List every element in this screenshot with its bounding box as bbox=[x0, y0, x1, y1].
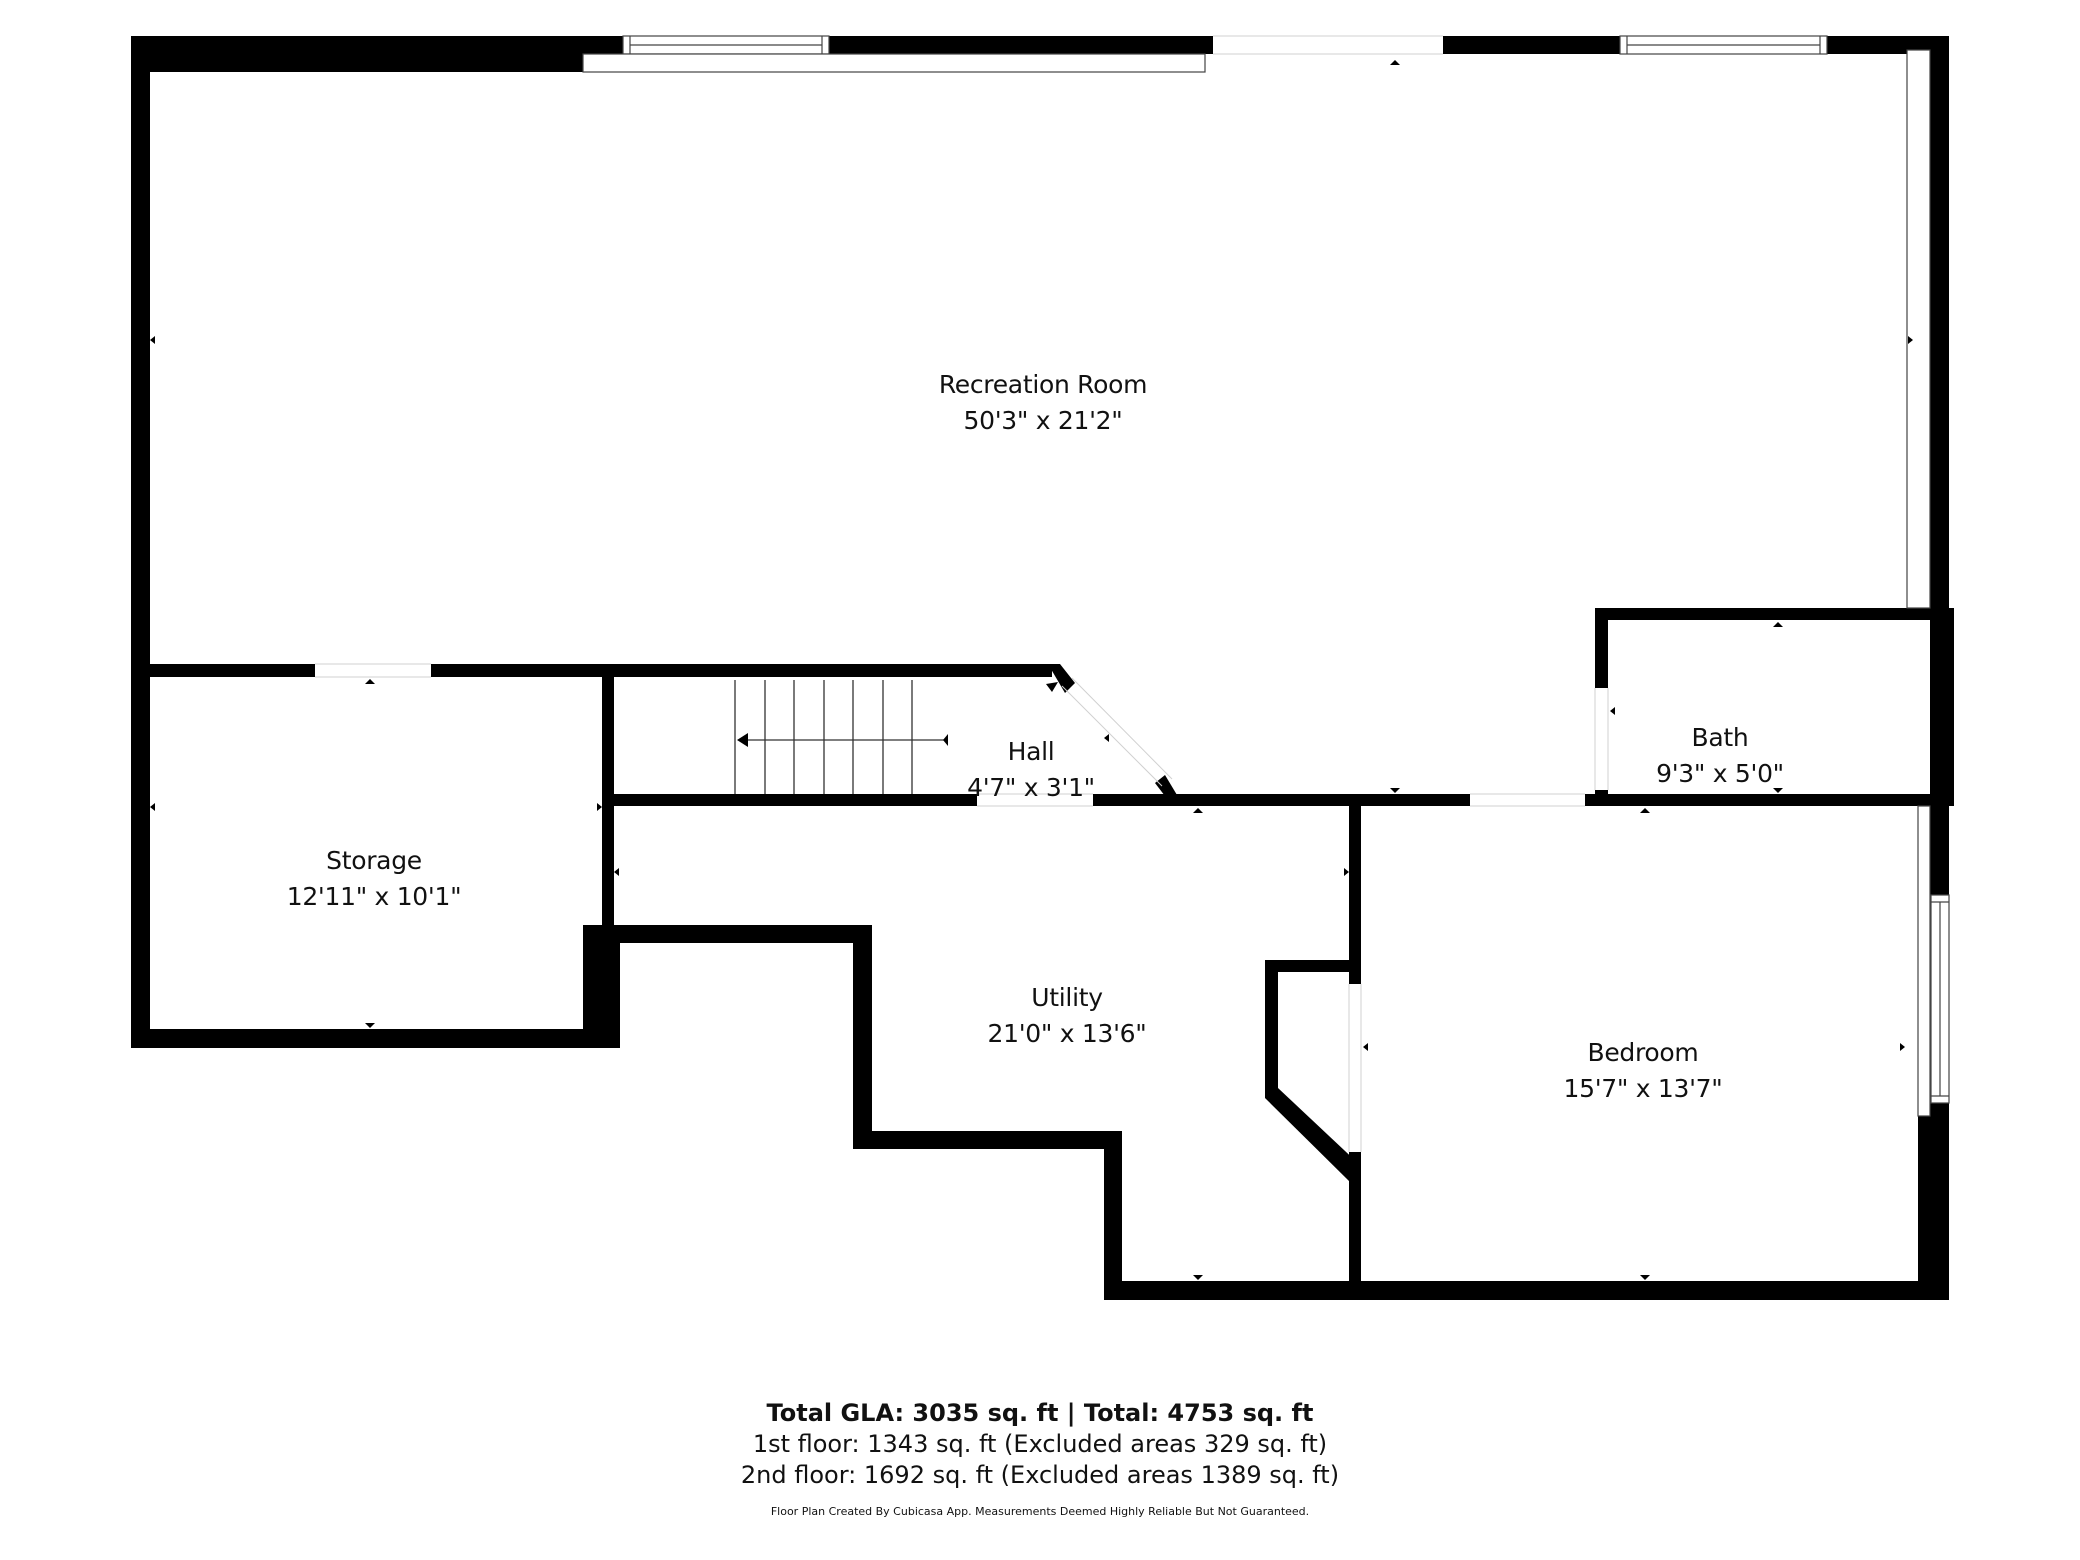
second-floor-area: 2nd floor: 1692 sq. ft (Excluded areas 1… bbox=[740, 1461, 1340, 1489]
room-label-recreation-room: Recreation Room 50'3" x 21'2" bbox=[938, 367, 1148, 439]
disclaimer: Floor Plan Created By Cubicasa App. Meas… bbox=[770, 1505, 1310, 1518]
first-floor-area: 1st floor: 1343 sq. ft (Excluded areas 3… bbox=[752, 1430, 1328, 1458]
area-summary: Total GLA: 3035 sq. ft | Total: 4753 sq.… bbox=[0, 1398, 2080, 1518]
windows bbox=[582, 35, 1950, 1117]
room-label-storage: Storage 12'11" x 10'1" bbox=[287, 843, 462, 915]
stairs bbox=[734, 680, 948, 794]
measurement-markers bbox=[150, 60, 1935, 1280]
total-area: Total GLA: 3035 sq. ft | Total: 4753 sq.… bbox=[766, 1399, 1314, 1427]
room-dimensions: 9'3" x 5'0" bbox=[1656, 759, 1784, 788]
door-openings bbox=[315, 35, 1609, 1152]
room-label-bath: Bath 9'3" x 5'0" bbox=[1656, 720, 1784, 792]
room-name: Hall bbox=[1007, 737, 1055, 766]
room-dimensions: 15'7" x 13'7" bbox=[1563, 1074, 1723, 1103]
room-label-utility: Utility 21'0" x 13'6" bbox=[988, 980, 1147, 1052]
room-dimensions: 12'11" x 10'1" bbox=[286, 882, 462, 911]
room-dimensions: 50'3" x 21'2" bbox=[963, 406, 1123, 435]
room-name: Storage bbox=[326, 846, 422, 875]
room-name: Recreation Room bbox=[938, 370, 1148, 399]
room-dimensions: 4'7" x 3'1" bbox=[967, 773, 1095, 802]
interior-walls bbox=[131, 608, 1954, 1300]
stair-start-icon bbox=[943, 734, 948, 746]
room-name: Bath bbox=[1691, 723, 1749, 752]
room-label-hall: Hall 4'7" x 3'1" bbox=[967, 734, 1095, 806]
stair-arrow-icon bbox=[737, 733, 748, 747]
room-dimensions: 21'0" x 13'6" bbox=[987, 1019, 1147, 1048]
room-name: Utility bbox=[1031, 983, 1103, 1012]
room-name: Bedroom bbox=[1587, 1038, 1699, 1067]
room-label-bedroom: Bedroom 15'7" x 13'7" bbox=[1564, 1035, 1723, 1107]
